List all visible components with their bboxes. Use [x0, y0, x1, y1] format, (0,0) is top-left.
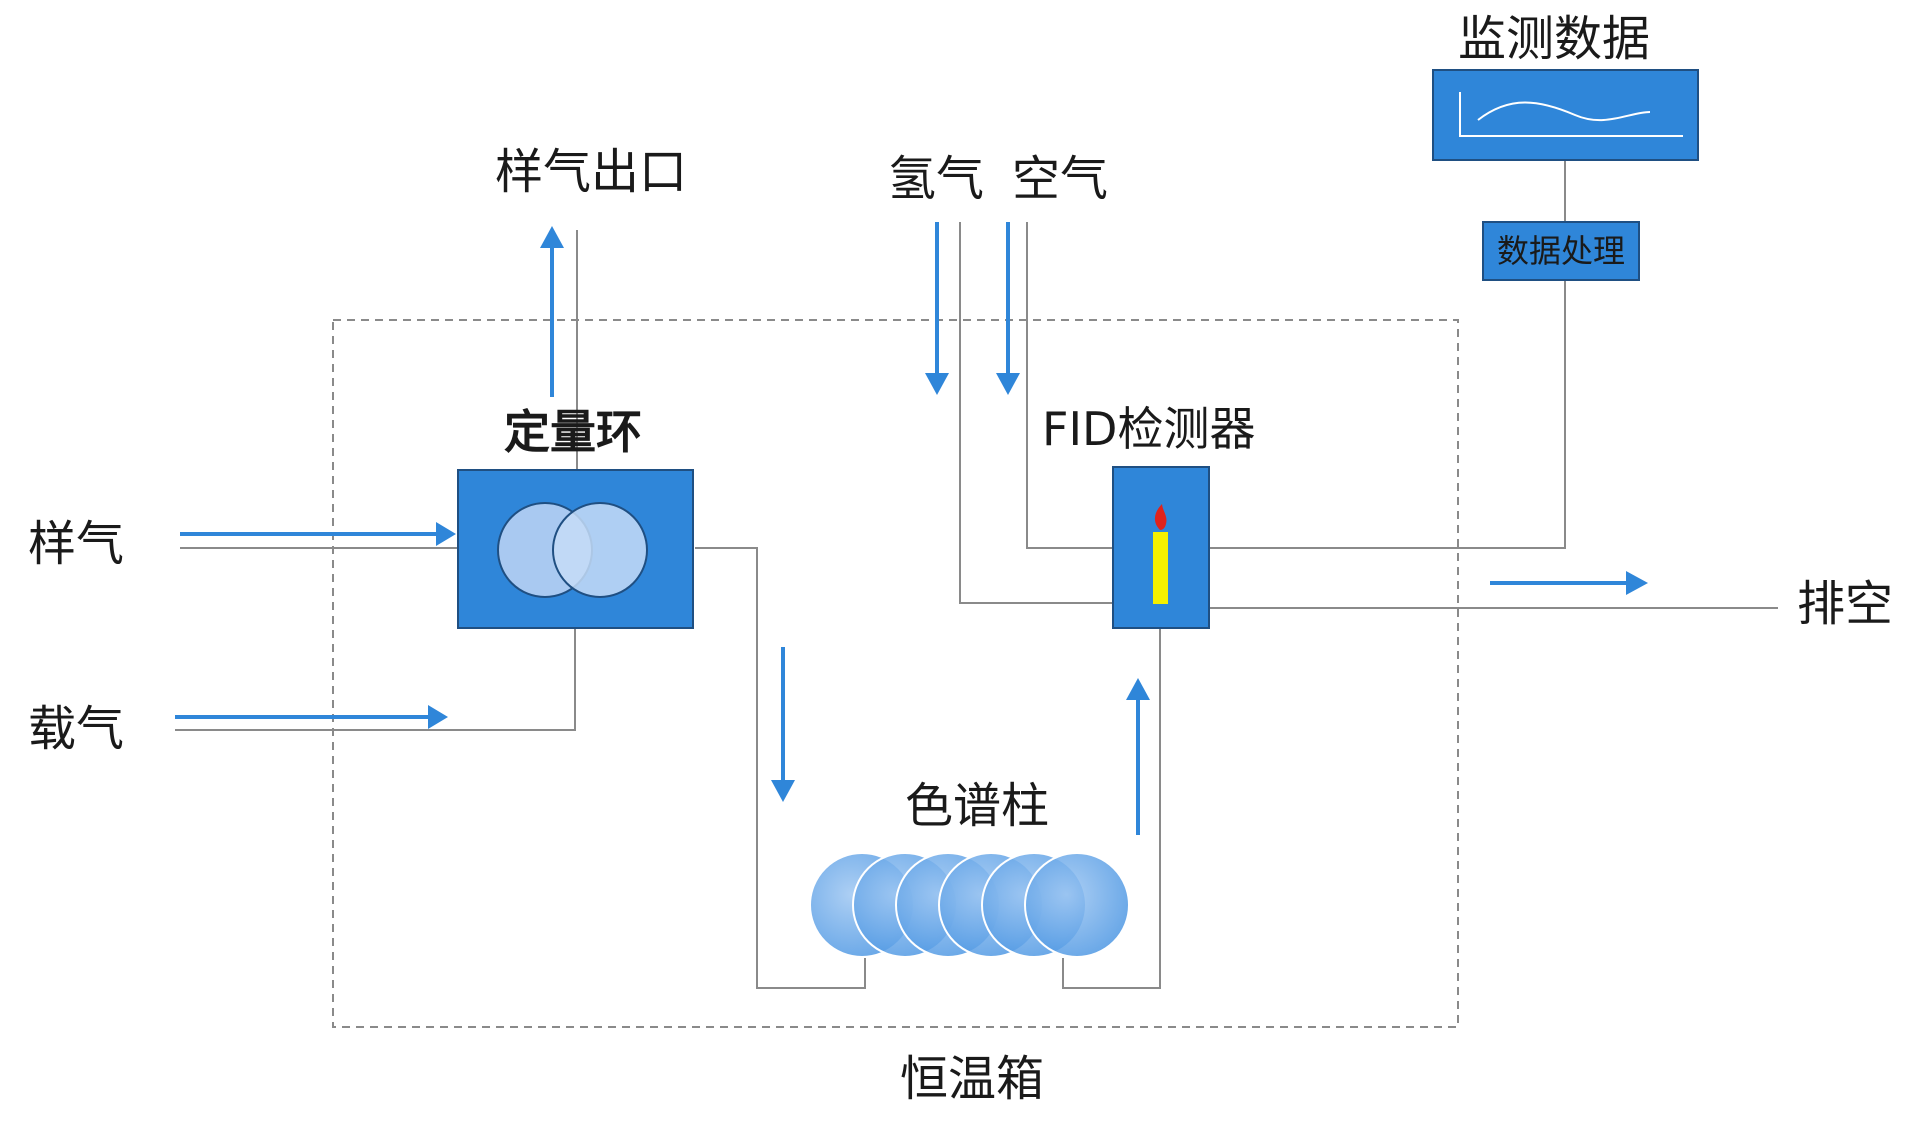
axis-icon — [1459, 92, 1683, 137]
exhaust-label: 排空 — [1797, 576, 1893, 632]
signal-curve-icon — [1477, 101, 1651, 122]
sample-gas-label: 样气 — [28, 516, 124, 572]
sample-gas-outlet-label: 样气出口 — [495, 144, 687, 200]
flow-arrows — [175, 222, 1648, 835]
quantitative-loop-label: 定量环 — [504, 405, 642, 459]
fid-detector — [1112, 466, 1210, 629]
chromatographic-column-label: 色谱柱 — [905, 778, 1049, 834]
monitoring-data-display — [1432, 69, 1699, 161]
air-label: 空气 — [1012, 151, 1108, 207]
flame-wick — [1153, 532, 1168, 604]
pipes — [175, 160, 1778, 989]
chromatographic-column — [809, 852, 1130, 958]
fid-detector-label: FID检测器 — [1042, 402, 1255, 456]
carrier-gas-label: 载气 — [28, 701, 124, 757]
hydrogen-label: 氢气 — [888, 151, 984, 207]
data-processing-box — [1482, 221, 1640, 281]
thermostat-oven-boundary — [332, 319, 1459, 1028]
quantitative-loop — [457, 469, 694, 629]
data-processing-label: 数据处理 — [1497, 232, 1625, 270]
flame-icon — [1154, 504, 1167, 530]
monitoring-data-label: 监测数据 — [1458, 11, 1650, 67]
thermostat-oven-label: 恒温箱 — [900, 1051, 1044, 1107]
